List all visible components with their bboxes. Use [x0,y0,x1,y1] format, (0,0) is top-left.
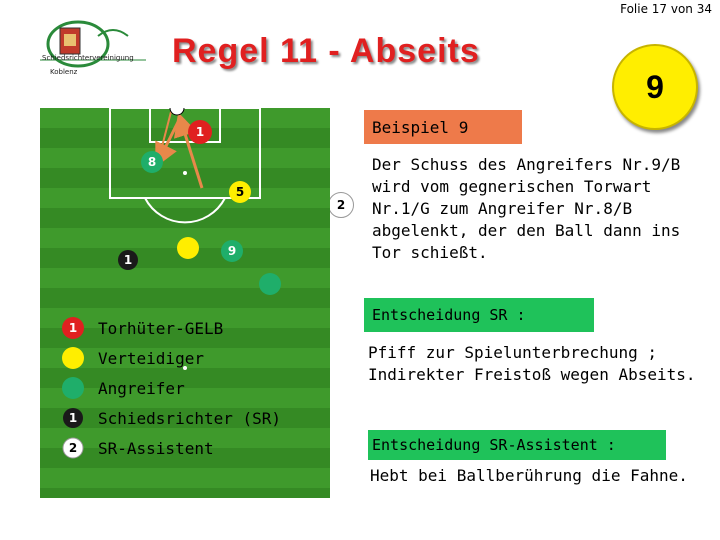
player-defender-yellow [177,237,199,259]
example-label-text: Beispiel 9 [372,117,469,137]
assistant-referee-marker: 2 [328,192,354,218]
legend-label-assistant: SR-Assistent [98,439,214,458]
player-goalkeeper-number: 1 [196,125,204,139]
slide-counter: Folie 17 von 34 [620,2,712,16]
legend-marker-assistant-text: 2 [69,441,77,455]
player-attacker-8-number: 8 [148,155,156,169]
shot-arrow [173,112,204,189]
legend-label-defender: Verteidiger [98,349,204,368]
decision-assistant-text: Hebt bei Ballberührung die Fahne. [370,466,688,485]
decision-referee-text: Pfiff zur Spielunterbrechung ; Indirekte… [368,343,696,384]
legend-label-referee: Schiedsrichter (SR) [98,409,281,428]
example-description: Der Schuss des Angreifers Nr.9/B wird vo… [372,155,681,262]
deflection-arrow [155,117,182,168]
example-number-badge: 9 [612,44,698,130]
legend-label-attacker: Angreifer [98,379,185,398]
player-attacker-right [259,273,281,295]
penalty-area [109,108,261,199]
example-label: Beispiel 9 [364,110,522,144]
legend-marker-goalkeeper-text: 1 [69,321,77,335]
decision-assistant-label: Entscheidung SR-Assistent : [368,430,666,460]
legend-marker-defender [62,347,84,369]
legend-marker-attacker [62,377,84,399]
svg-text:Schiedsrichtervereinigung: Schiedsrichtervereinigung [42,54,134,62]
center-spot [183,366,187,370]
football-pitch: 1 8 5 9 1 1 Torhüter-GELB Verteidiger An… [40,108,330,498]
svg-text:Koblenz: Koblenz [50,68,78,76]
page-title: Regel 11 - Abseits [172,32,480,70]
legend: 1 Torhüter-GELB Verteidiger Angreifer 1 … [62,317,281,459]
legend-marker-referee [63,408,83,428]
goal-area [149,108,221,143]
player-referee-number: 1 [124,253,132,267]
legend-marker-referee-text: 1 [69,411,77,425]
decision-referee-label: Entscheidung SR : [364,298,594,332]
club-logo: Schiedsrichtervereinigung Koblenz [40,20,146,76]
player-attacker-9 [221,240,243,262]
penalty-arc [144,197,226,224]
goal-shot-arrow [157,108,173,163]
player-defender-5-number: 5 [236,185,244,199]
decision-referee-label-text: Entscheidung SR : [372,306,526,324]
player-attacker-8 [141,151,163,173]
ball-icon [169,108,185,116]
player-defender-5 [229,181,251,203]
penalty-spot [183,171,187,175]
player-goalkeeper [188,120,212,144]
legend-marker-assistant [62,437,84,459]
legend-marker-goalkeeper [62,317,84,339]
legend-label-goalkeeper: Torhüter-GELB [98,319,223,338]
player-attacker-9-number: 9 [228,244,236,258]
decision-assistant-label-text: Entscheidung SR-Assistent : [372,436,616,454]
player-referee [118,250,138,270]
